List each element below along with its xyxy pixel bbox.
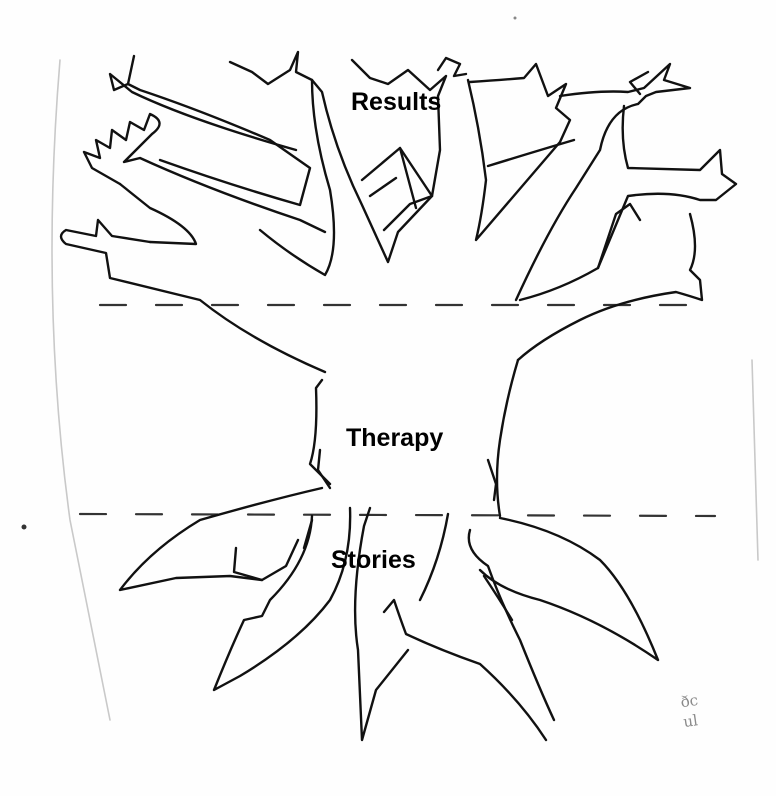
branch-left-lower-top [120, 184, 196, 244]
page-edge-right [752, 360, 758, 560]
branch-left-mid [84, 114, 325, 232]
branch-right-centre [468, 64, 570, 240]
root-centre-inner [384, 600, 546, 740]
ink-dot-top [514, 17, 517, 20]
branch-right-upper [516, 64, 690, 300]
branch-centre-left [230, 52, 334, 275]
branch-centre-stripes [362, 148, 432, 230]
root-centre [355, 508, 408, 740]
root-centre-right [420, 514, 448, 600]
branch-right-centre-inner [488, 140, 574, 166]
trunk-inner-right [488, 460, 496, 500]
branch-right-inner-lines [598, 204, 640, 268]
label-stories: Stories [331, 546, 416, 575]
root-far-right [480, 518, 658, 660]
branch-centre-twig [438, 58, 466, 76]
ink-dot [22, 525, 27, 530]
page-edge-left [52, 60, 110, 720]
root-left-inner [234, 548, 262, 580]
branch-right-lower [518, 214, 702, 360]
branch-centre-stripe-3 [370, 178, 396, 196]
root-left [214, 508, 350, 690]
branch-right-upper-2 [520, 106, 736, 300]
root-right [469, 530, 554, 720]
scribble-line-2: ul [682, 710, 702, 732]
branch-centre-stripe-2 [400, 148, 416, 208]
trunk-right [497, 360, 518, 516]
scribble-line-1: ðc [679, 691, 699, 713]
label-therapy: Therapy [346, 424, 443, 453]
trunk-left [310, 380, 330, 484]
lower-dashed-line [80, 514, 715, 516]
label-results: Results [351, 88, 441, 117]
